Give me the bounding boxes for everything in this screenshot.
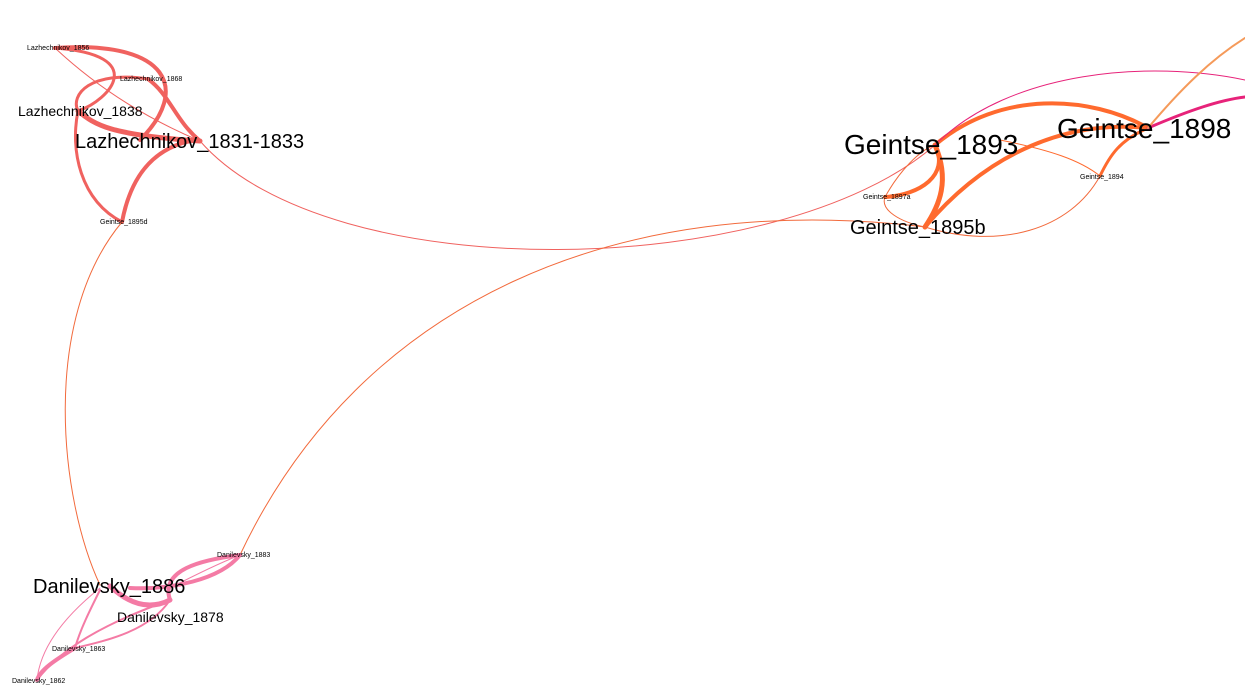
edge-geintse1893-magenta-offscreen	[934, 70, 1245, 146]
edge-geintse1895b-geintse1894	[924, 175, 1101, 237]
node-danilevsky-1863: Danilevsky_1863	[52, 646, 105, 653]
node-lazhechnikov-1838: Lazhechnikov_1838	[18, 103, 143, 119]
edge-danilevsky1886-danilevsky1883-thin	[169, 554, 241, 589]
node-lazhechnikov-1856: Lazhechnikov_1856	[27, 45, 89, 52]
node-danilevsky-1862: Danilevsky_1862	[12, 678, 65, 685]
edge-danilevsky1886-danilevsky1862	[36, 587, 101, 681]
node-labels: Lazhechnikov_1856 Lazhechnikov_1868 Lazh…	[12, 45, 1231, 685]
edge-lazh1856-lazh1831	[53, 45, 168, 142]
edge-danilevsky1883-geintse1895b	[239, 219, 926, 556]
node-geintse-1893: Geintse_1893	[844, 129, 1018, 160]
edge-geintse1893-geintse1898	[933, 101, 1150, 147]
edge-lazh1831-geintse1893	[199, 140, 936, 250]
edge-lazh1831-geintse1895d	[120, 139, 192, 224]
edge-geintse1898-orange-offscreen	[1147, 37, 1245, 129]
edge-lazh1838-geintse1895d	[74, 109, 124, 224]
node-lazhechnikov-1868: Lazhechnikov_1868	[120, 76, 182, 83]
node-geintse-1895d: Geintse_1895d	[100, 219, 148, 226]
edges	[35, 37, 1245, 682]
edge-geintse1895b-geintse1898	[923, 124, 1150, 229]
node-danilevsky-1883: Danilevsky_1883	[217, 552, 270, 559]
edge-lazh1838-lazh1831	[75, 108, 203, 144]
edge-lazh1868-lazh1831	[146, 77, 202, 143]
edge-danilevsky1883-danilevsky1886	[128, 553, 242, 591]
edge-danilevsky1883-danilevsky1878	[166, 553, 242, 602]
edge-geintse1895b-geintse1897a	[883, 196, 926, 228]
node-geintse-1894: Geintse_1894	[1080, 174, 1124, 181]
edge-geintse1898-magenta-offscreen	[1146, 95, 1245, 130]
node-geintse-1898: Geintse_1898	[1057, 113, 1231, 144]
edge-geintse1893-geintse1894	[999, 139, 1101, 177]
node-danilevsky-1886: Danilevsky_1886	[33, 576, 185, 598]
edge-geintse1894-geintse1898	[1098, 126, 1150, 178]
edge-danilevsky1878-danilevsky1862	[36, 599, 171, 681]
edge-danilevsky1878-danilevsky1863	[74, 599, 171, 649]
node-geintse-1897a: Geintse_1897a	[863, 194, 911, 201]
edge-lazh1868-lazh1838	[74, 75, 150, 113]
edge-geintse1897a-geintse1893-thin	[884, 144, 936, 198]
edge-geintse1895d-danilevsky1886	[64, 221, 123, 586]
node-geintse-1895b: Geintse_1895b	[850, 217, 986, 239]
node-danilevsky-1878: Danilevsky_1878	[117, 609, 224, 625]
node-lazhechnikov-1831-1833: Lazhechnikov_1831-1833	[75, 131, 304, 153]
edge-lazh1856-lazh1831-thin	[54, 47, 201, 142]
